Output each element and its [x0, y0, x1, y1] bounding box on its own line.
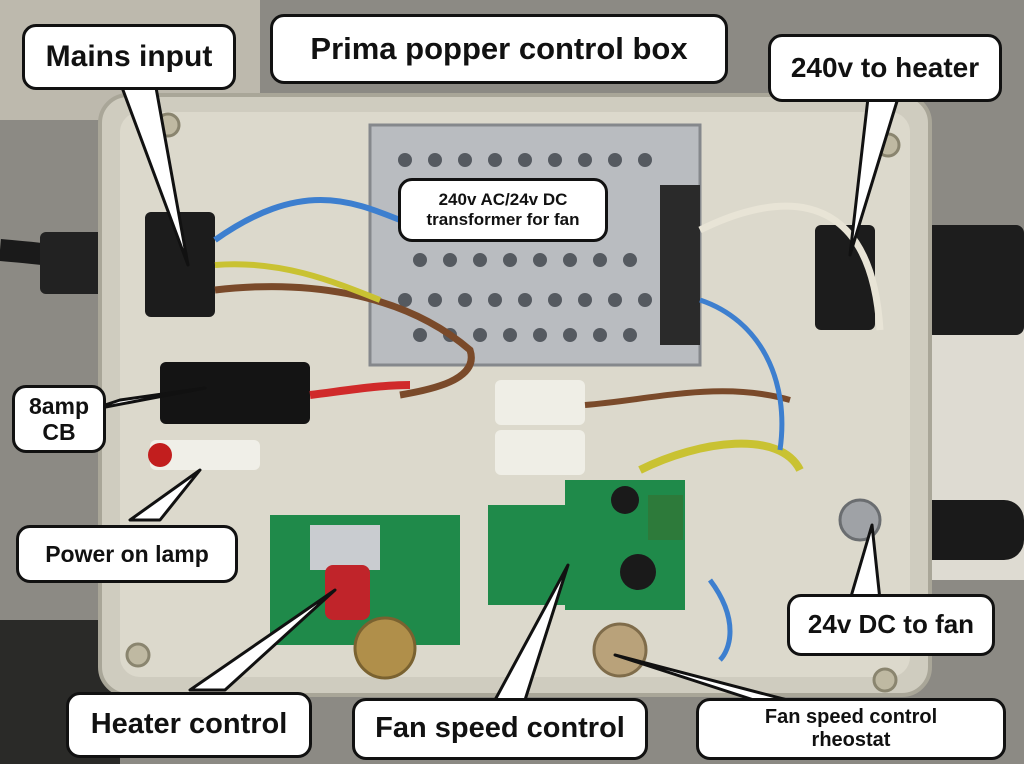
heater-heatsink: [310, 525, 380, 570]
mains-socket: [145, 212, 215, 317]
heater-control-callout: Heater control: [66, 692, 312, 758]
fan-speed-control-callout: Fan speed control: [352, 698, 648, 760]
screw-br: [872, 667, 898, 693]
mains-input-callout: Mains input: [22, 24, 236, 90]
wire-red: [309, 381, 411, 399]
power-lamp-callout: Power on lamp: [16, 525, 238, 583]
rheostat: [592, 622, 648, 678]
heater-potentiometer: [353, 616, 417, 680]
fan-speed-board: [488, 505, 578, 605]
rheostat-callout: Fan speed control rheostat: [696, 698, 1006, 760]
screw-bl: [125, 642, 151, 668]
heater-plug: [925, 225, 1024, 335]
terminal-strip-1: [495, 380, 585, 425]
transformer-line1: 240v AC/24v DC: [438, 190, 568, 210]
rheostat-line1: Fan speed control: [764, 706, 938, 728]
fan-24v-callout: 24v DC to fan: [787, 594, 995, 656]
pointer-heater-control: [188, 588, 337, 692]
wire-white: [698, 202, 884, 331]
wire-blue-1: [213, 197, 402, 243]
transformer-line2: transformer for fan: [426, 210, 580, 229]
wire-yellow-green-2: [638, 439, 804, 474]
pointer-power-lamp: [128, 468, 202, 522]
fan-capacitor-1: [611, 486, 639, 514]
psu-terminal-block: [660, 185, 700, 345]
fan-capacitor-2: [620, 554, 656, 590]
wire-yellow-green-1: [214, 261, 382, 303]
power-lamp-body: [150, 440, 260, 470]
breaker-callout: 8amp CB: [12, 385, 106, 453]
circuit-breaker: [160, 362, 310, 424]
transformer-callout: 240v AC/24v DC transformer for fan: [398, 178, 608, 242]
title-callout: Prima popper control box: [270, 14, 728, 84]
heater-240v-callout: 240v to heater: [768, 34, 1002, 102]
heater-socket: [815, 225, 875, 330]
wire-brown-1: [214, 283, 475, 399]
wire-blue-3: [707, 578, 733, 662]
fan-terminal: [648, 495, 683, 540]
callout-pointers: [88, 80, 900, 704]
terminal-strip-2: [495, 430, 585, 475]
wire-blue-2: [699, 297, 785, 451]
wire-brown-2: [584, 388, 791, 408]
breaker-line2: CB: [42, 419, 76, 445]
breaker-line1: 8amp: [28, 392, 90, 419]
rheostat-line2: rheostat: [811, 729, 891, 751]
power-lamp-lens: [148, 443, 172, 467]
heater-capacitor: [325, 565, 370, 620]
